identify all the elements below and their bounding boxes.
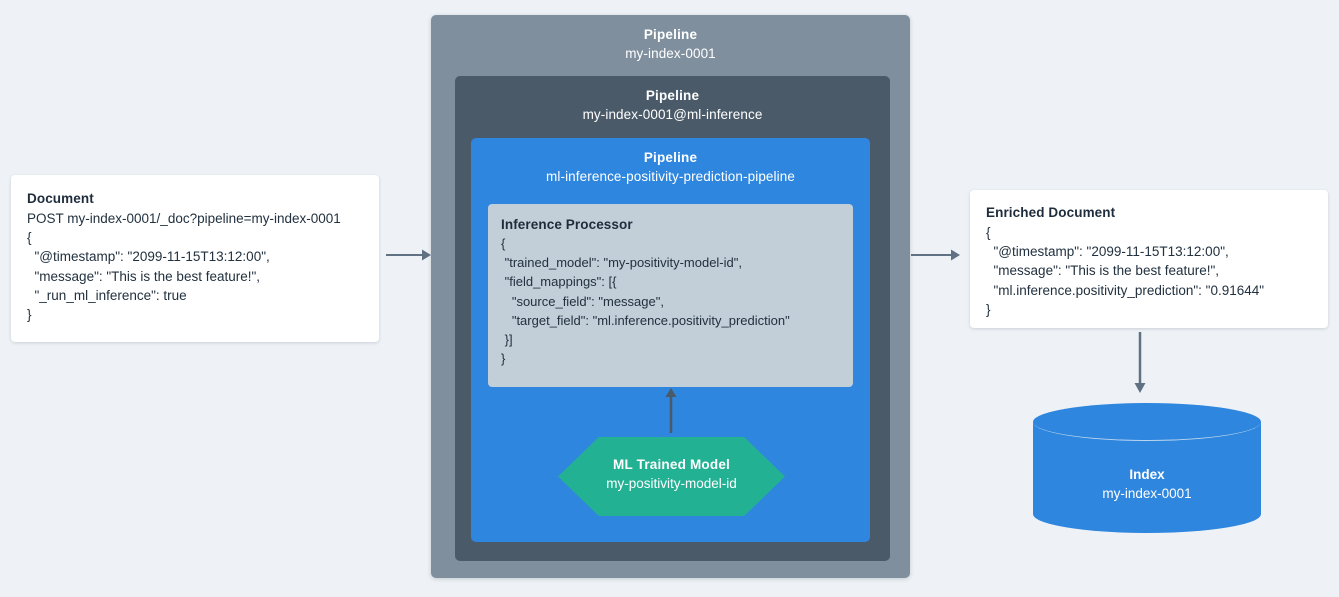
pipeline-inner-name: ml-inference-positivity-prediction-pipel…	[546, 169, 795, 184]
index-title: Index	[1129, 467, 1165, 482]
inference-processor-line: "source_field": "message",	[501, 293, 664, 309]
inference-processor-line: "trained_model": "my-positivity-model-id…	[501, 255, 742, 271]
ml-trained-model-title: ML Trained Model	[613, 457, 730, 472]
enriched-document-line: "message": "This is the best feature!",	[986, 263, 1220, 279]
document-line: }	[27, 307, 32, 323]
pipeline-inner-header: Pipeline ml-inference-positivity-predict…	[471, 138, 870, 187]
enriched-document-line: {	[986, 225, 991, 240]
pipeline-middle-kind: Pipeline	[645, 88, 700, 103]
arrow-enriched-document-to-index-icon	[1133, 332, 1147, 399]
arrow-document-to-pipeline-icon	[386, 248, 432, 267]
enriched-document-line: }	[986, 301, 991, 317]
document-line: "@timestamp": "2099-11-15T13:12:00",	[27, 249, 270, 265]
arrow-pipeline-to-enriched-document-icon	[911, 248, 961, 267]
document-line: {	[27, 230, 32, 246]
inference-processor-line: {	[501, 236, 506, 251]
document-line: "_run_ml_inference": true	[27, 287, 187, 303]
enriched-document-title: Enriched Document	[986, 205, 1116, 220]
document-card: Document POST my-index-0001/_doc?pipelin…	[11, 175, 379, 342]
enriched-document-line: "@timestamp": "2099-11-15T13:12:00",	[986, 244, 1229, 260]
inference-processor-line: "field_mappings": [{	[501, 274, 617, 290]
pipeline-middle-header: Pipeline my-index-0001@ml-inference	[455, 76, 890, 125]
inference-processor-line: }	[501, 351, 506, 367]
ml-trained-model-name: my-positivity-model-id	[606, 476, 737, 491]
pipeline-middle-name: my-index-0001@ml-inference	[582, 107, 763, 122]
pipeline-outer-name: my-index-0001	[625, 46, 716, 61]
ml-trained-model-node: ML Trained Model my-positivity-model-id	[558, 437, 785, 516]
enriched-document-line: "ml.inference.positivity_prediction": "0…	[986, 282, 1265, 298]
pipeline-outer-header: Pipeline my-index-0001	[431, 15, 910, 64]
pipeline-inner-kind: Pipeline	[643, 150, 698, 165]
inference-processor-box: Inference Processor { "trained_model": "…	[488, 204, 853, 387]
inference-processor-line: "target_field": "ml.inference.positivity…	[501, 312, 790, 328]
index-label: Index my-index-0001	[1033, 465, 1261, 504]
index-cylinder-top	[1033, 403, 1261, 441]
inference-processor-line: }]	[501, 332, 513, 348]
index-name: my-index-0001	[1102, 486, 1192, 501]
inference-processor-title: Inference Processor	[501, 217, 633, 232]
pipeline-outer-kind: Pipeline	[643, 27, 698, 42]
document-title: Document	[27, 191, 94, 206]
index-cylinder: Index my-index-0001	[1033, 403, 1261, 533]
arrow-ml-model-to-inference-processor-icon	[664, 387, 678, 438]
document-line: "message": "This is the best feature!",	[27, 268, 261, 284]
enriched-document-card: Enriched Document { "@timestamp": "2099-…	[970, 190, 1328, 328]
document-line: POST my-index-0001/_doc?pipeline=my-inde…	[27, 211, 341, 226]
